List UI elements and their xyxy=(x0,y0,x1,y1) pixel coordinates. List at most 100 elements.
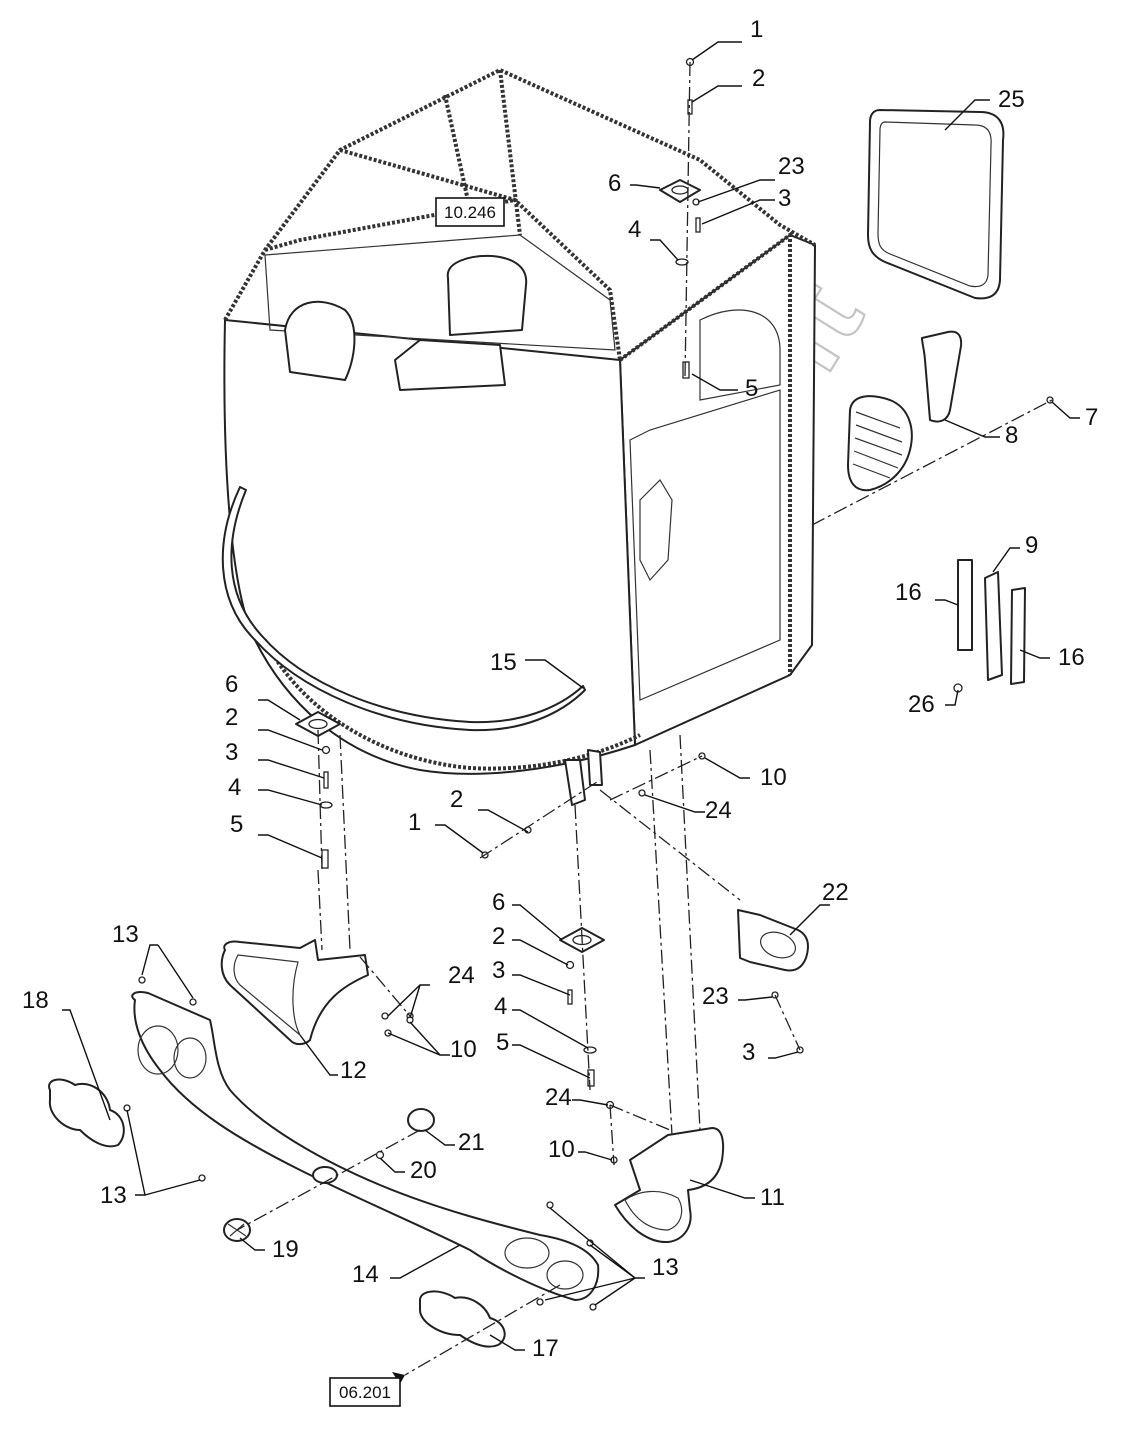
callout-label: 8 xyxy=(1005,422,1018,449)
callout-label: 10 xyxy=(548,1136,575,1163)
callout-label: 7 xyxy=(1085,404,1098,431)
clip-13-b xyxy=(189,998,197,1006)
bracket-22 xyxy=(737,909,809,972)
fender-housing-12-inner xyxy=(233,954,301,1036)
cab-roll-frame-side xyxy=(618,231,792,675)
cab-assembly xyxy=(221,67,816,806)
callout-label: 3 xyxy=(778,185,791,212)
callout-label: 23 xyxy=(702,983,729,1010)
lens-cover-18 xyxy=(48,1078,125,1148)
callout-label: 15 xyxy=(490,649,517,676)
callout-label: 24 xyxy=(545,1084,572,1111)
fascia-lamp-left-2 xyxy=(173,1037,207,1079)
center-bolt-3 xyxy=(567,989,573,1005)
callout-label: 2 xyxy=(450,786,463,813)
trim-strip-16-left xyxy=(957,559,973,651)
callout-label: 16 xyxy=(1058,644,1085,671)
clip-13-d xyxy=(198,1174,206,1182)
clip-13-e xyxy=(546,1201,554,1209)
cab-interior-shelf xyxy=(264,234,616,351)
callout-label: 10 xyxy=(760,764,787,791)
callout-label: 6 xyxy=(492,889,505,916)
fascia-lamp-right-1 xyxy=(504,1237,550,1269)
callout-label: 6 xyxy=(225,671,238,698)
mount-plate-top-boss xyxy=(671,185,689,195)
leader-lines xyxy=(62,41,1080,1351)
side-window-parts xyxy=(847,109,1026,693)
callout-label: 3 xyxy=(742,1039,755,1066)
mount-plate-left-boss xyxy=(308,718,328,730)
callout-label: 6 xyxy=(608,170,621,197)
fender-housing-11-inner xyxy=(624,1190,683,1231)
callout-label: 25 xyxy=(998,86,1025,113)
callout-label: 13 xyxy=(652,1254,679,1281)
cab-lower-bracket-right xyxy=(587,749,603,786)
reference-box-06-201[interactable]: 06.201 xyxy=(329,1377,401,1407)
cab-door-hinge xyxy=(639,479,673,582)
callout-label: 17 xyxy=(532,1335,559,1362)
lower-trim-parts xyxy=(48,909,809,1348)
callout-label: 16 xyxy=(895,579,922,606)
callout-label: 14 xyxy=(352,1261,379,1288)
callout-label: 23 xyxy=(778,153,805,180)
callout-label: 20 xyxy=(410,1157,437,1184)
callout-label: 13 xyxy=(112,921,139,948)
callout-label: 22 xyxy=(822,879,849,906)
callout-label: 2 xyxy=(492,923,505,950)
cab-door-opening xyxy=(629,389,781,701)
clip-13-a xyxy=(138,976,146,984)
callout-label: 13 xyxy=(100,1182,127,1209)
fascia-lamp-right-2 xyxy=(546,1260,584,1290)
cab-steering-console xyxy=(284,300,356,381)
clip-13-g xyxy=(536,1298,544,1306)
callout-label: 5 xyxy=(745,375,758,402)
trim-strip-16-right xyxy=(1010,587,1026,685)
top-washer-4 xyxy=(675,258,689,266)
callout-label: 10 xyxy=(450,1036,477,1063)
callout-label: 2 xyxy=(752,65,765,92)
reference-text: 10.246 xyxy=(444,203,496,222)
top-bolt-5 xyxy=(682,361,690,379)
callout-label: 18 xyxy=(22,987,49,1014)
mid-washer-24 xyxy=(638,789,646,797)
callout-label: 26 xyxy=(908,691,935,718)
callout-label: 24 xyxy=(705,797,732,824)
callout-label: 1 xyxy=(750,16,763,43)
callout-label: 9 xyxy=(1025,532,1038,559)
top-washer-2 xyxy=(687,99,693,115)
fascia-lamp-left-1 xyxy=(137,1025,179,1075)
left-washer-2 xyxy=(321,745,331,755)
reference-box-10-246[interactable]: 10.246 xyxy=(435,197,505,227)
callout-label: 5 xyxy=(230,811,243,838)
left-bolt-3 xyxy=(323,771,329,789)
cab-seat-back xyxy=(446,254,528,336)
callout-label: 5 xyxy=(496,1029,509,1056)
cab-seat-cushion xyxy=(394,339,506,391)
front-seal-strip xyxy=(221,486,586,732)
window-seal-25-inner xyxy=(877,121,992,288)
fender-housing-11 xyxy=(614,1127,725,1244)
trim-strip-9 xyxy=(984,571,1003,681)
left-bolt-5 xyxy=(321,849,329,869)
callout-labels: 1 2 23 6 3 4 5 25 7 8 9 16 16 26 15 6 2 … xyxy=(22,16,1098,1362)
callout-label: 4 xyxy=(228,774,241,801)
window-seal-25 xyxy=(867,109,1005,300)
assembly-lines xyxy=(236,61,1053,1376)
callout-label: 1 xyxy=(408,809,421,836)
callout-label: 2 xyxy=(225,704,238,731)
cab-side-window-recess xyxy=(699,309,781,401)
fender-housing-12 xyxy=(220,939,369,1046)
fascia-badge-mount xyxy=(312,1166,338,1184)
housing-washer-24-a xyxy=(381,1012,389,1020)
callout-label: 3 xyxy=(225,739,238,766)
callout-label: 4 xyxy=(494,993,507,1020)
cap-21 xyxy=(407,1108,435,1132)
callout-label: 11 xyxy=(760,1184,785,1211)
bracket-22-hole xyxy=(759,931,797,959)
vent-gasket-8 xyxy=(921,330,963,423)
callout-label: 24 xyxy=(448,962,475,989)
cab-lower-bracket-center xyxy=(564,759,586,806)
center-washer-4 xyxy=(583,1046,597,1054)
callout-label: 12 xyxy=(340,1057,367,1084)
